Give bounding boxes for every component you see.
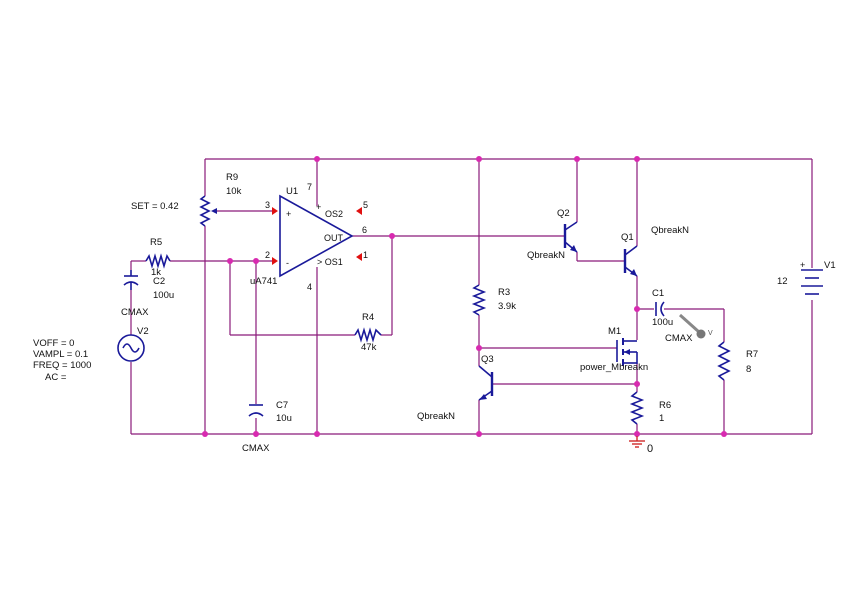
u1-name: U1 xyxy=(286,186,298,197)
u1-opamp[interactable]: U1 uA741 3 2 7 4 5 1 6 + - + OS2 OUT > O… xyxy=(250,182,368,292)
voltage-probe-icon[interactable]: V xyxy=(678,313,713,339)
v2-ac: AC = xyxy=(45,372,67,383)
r4-resistor[interactable]: R4 47k xyxy=(354,312,382,353)
u1-os1: > OS1 xyxy=(317,257,343,267)
v2-vampl: VAMPL = 0.1 xyxy=(33,349,88,360)
c2-value: 100u xyxy=(153,290,174,301)
c1-name: C1 xyxy=(652,288,664,299)
c7-name: C7 xyxy=(276,400,288,411)
v1-plus: + xyxy=(800,260,805,270)
q3-transistor[interactable]: Q3 QbreakN xyxy=(417,354,494,422)
u1-plus: + xyxy=(286,209,291,219)
v2-sine-source[interactable]: V2 VOFF = 0 VAMPL = 0.1 FREQ = 1000 AC = xyxy=(33,326,149,383)
r4-name: R4 xyxy=(362,312,374,323)
m1-name: M1 xyxy=(608,326,621,337)
ground-label: 0 xyxy=(647,443,653,455)
u1-part: uA741 xyxy=(250,276,277,287)
q1-name: Q1 xyxy=(621,232,634,243)
u1-pin7: 7 xyxy=(307,182,312,192)
q1-transistor[interactable]: Q1 QbreakN xyxy=(621,225,689,277)
q2-name: Q2 xyxy=(557,208,570,219)
v1-battery[interactable]: + V1 12 xyxy=(777,260,836,295)
v2-freq: FREQ = 1000 xyxy=(33,360,91,371)
u1-os2: OS2 xyxy=(325,209,343,219)
v2-name: V2 xyxy=(137,326,149,337)
m1-model: power_Mbreakn xyxy=(580,362,648,373)
q2-transistor[interactable]: Q2 QbreakN xyxy=(527,208,578,261)
r7-name: R7 xyxy=(746,349,758,360)
probe-label: V xyxy=(708,330,713,337)
c1-value: 100u xyxy=(652,317,673,328)
r5-resistor[interactable]: R5 1k xyxy=(145,237,171,278)
q2-model: QbreakN xyxy=(527,250,565,261)
u1-pin4: 4 xyxy=(307,282,312,292)
u1-minus: - xyxy=(286,258,289,268)
c7-value: 10u xyxy=(276,413,292,424)
m1-mosfet[interactable]: M1 power_Mbreakn xyxy=(580,326,648,373)
r3-resistor[interactable]: R3 3.9k xyxy=(471,284,516,316)
r6-resistor[interactable]: R6 1 xyxy=(629,391,671,425)
c1-model: CMAX xyxy=(665,333,693,344)
r6-name: R6 xyxy=(659,400,671,411)
c2-name: C2 xyxy=(153,276,165,287)
u1-out: OUT xyxy=(324,233,344,243)
r4-value: 47k xyxy=(361,342,377,353)
u1-pin3: 3 xyxy=(265,200,270,210)
ground-symbol: 0 xyxy=(629,436,653,455)
r3-name: R3 xyxy=(498,287,510,298)
u1-pin1: 1 xyxy=(363,250,368,260)
u1-pin5: 5 xyxy=(363,200,368,210)
junctions xyxy=(202,156,727,437)
q1-model: QbreakN xyxy=(651,225,689,236)
u1-vplus: + xyxy=(316,202,321,212)
c7-model: CMAX xyxy=(242,443,270,454)
r9-value: 10k xyxy=(226,186,242,197)
v2-voff: VOFF = 0 xyxy=(33,338,74,349)
q3-name: Q3 xyxy=(481,354,494,365)
c2-capacitor[interactable]: C2 100u CMAX xyxy=(121,270,174,318)
c2-model: CMAX xyxy=(121,307,149,318)
wires xyxy=(130,158,813,435)
r9-name: R9 xyxy=(226,172,238,183)
u1-pin2: 2 xyxy=(265,250,270,260)
r7-resistor[interactable]: R7 8 xyxy=(717,341,758,381)
r3-value: 3.9k xyxy=(498,301,516,312)
q3-model: QbreakN xyxy=(417,411,455,422)
v1-name: V1 xyxy=(824,260,836,271)
c7-capacitor[interactable]: C7 10u CMAX xyxy=(242,400,292,454)
u1-pin6: 6 xyxy=(362,225,367,235)
r5-value: 1k xyxy=(151,267,161,278)
r9-potentiometer[interactable]: R9 10k SET = 0.42 xyxy=(131,172,242,227)
v1-value: 12 xyxy=(777,276,788,287)
r9-set: SET = 0.42 xyxy=(131,201,179,212)
r6-value: 1 xyxy=(659,413,664,424)
r5-name: R5 xyxy=(150,237,162,248)
r7-value: 8 xyxy=(746,364,751,375)
c1-capacitor[interactable]: C1 100u CMAX xyxy=(652,288,693,344)
